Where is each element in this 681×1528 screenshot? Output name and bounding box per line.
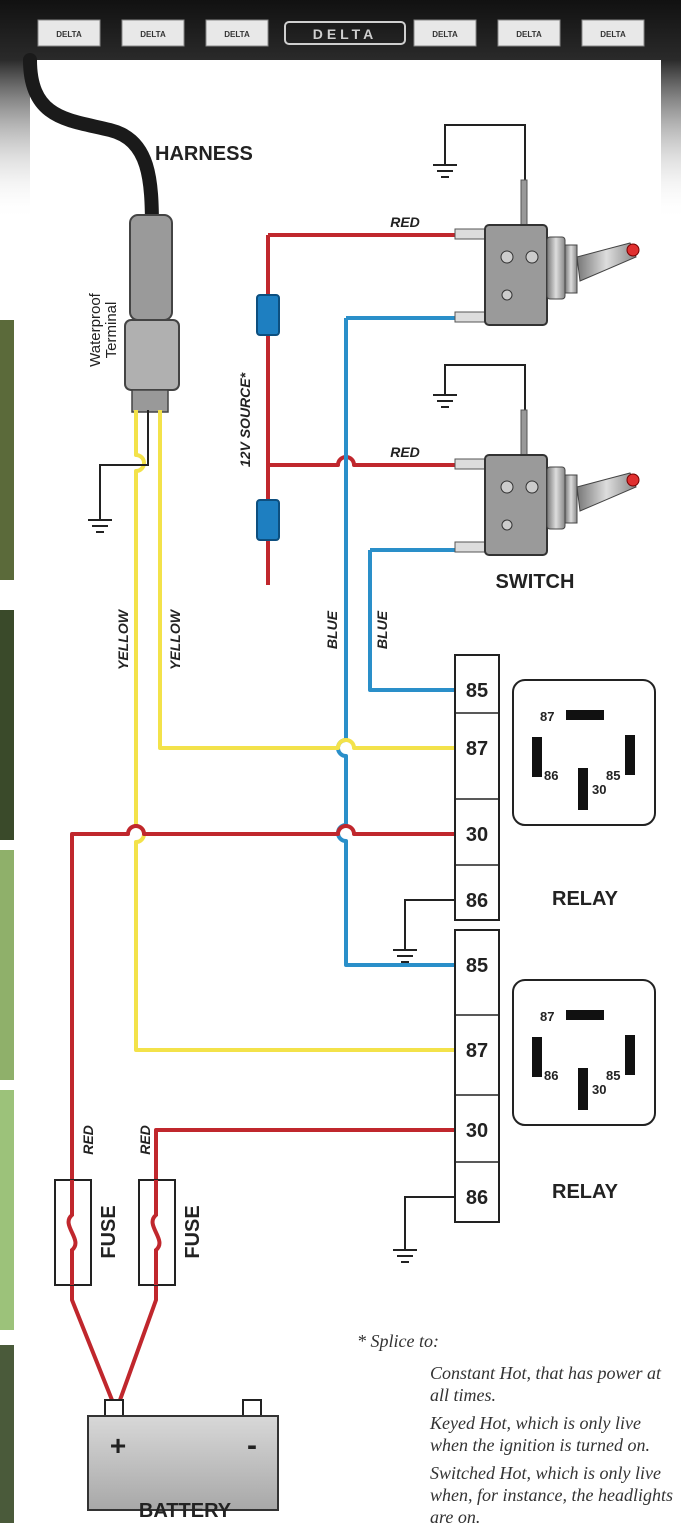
toggle-switch-1 (454, 179, 640, 326)
wire-label-red-1: RED (390, 214, 420, 230)
wire-label-yellow-2: YELLOW (167, 608, 183, 670)
relay-block-1 (454, 654, 500, 921)
relay-pin-85: 85 (606, 1068, 620, 1083)
wire-label-blue-2: BLUE (374, 610, 390, 649)
relay-1-pin: 86 (466, 890, 488, 912)
relay-pin-87: 87 (540, 1009, 554, 1024)
relay-1-pin: 30 (466, 824, 488, 846)
relay-block-2 (454, 929, 500, 1223)
switch-label: SWITCH (496, 571, 575, 593)
battery-label: BATTERY (139, 1500, 232, 1522)
battery: + - (87, 1399, 279, 1511)
top-light-bar: DELTA DELTA DELTA DELTA DELTA DELTA DELTA (0, 0, 681, 220)
light-badge: DELTA (581, 19, 645, 47)
left-photo-strip (0, 320, 14, 1523)
relay-1-pin: 85 (466, 680, 488, 702)
relay-2-pin: 86 (466, 1187, 488, 1209)
badge-text: DELTA (600, 30, 626, 39)
relay-2-pin: 30 (466, 1120, 488, 1142)
relay-1-pin: 87 (466, 738, 488, 760)
footnote-item-keyed-hot: Keyed Hot, which is only live when the i… (430, 1413, 650, 1455)
ground-symbols (88, 124, 526, 1263)
relay-2-pin: 85 (466, 955, 488, 977)
badge-text: DELTA (56, 30, 82, 39)
light-badge: DELTA (413, 19, 477, 47)
toggle-switch-2 (454, 409, 640, 556)
light-badge: DELTA (205, 19, 269, 47)
relay-pin-87: 87 (540, 709, 554, 724)
wire-label-yellow-1: YELLOW (115, 608, 131, 670)
wire-label-blue-1: BLUE (324, 610, 340, 649)
relay-pin-86: 86 (544, 1068, 558, 1083)
harness-label: HARNESS (155, 143, 253, 165)
relay-1-label: RELAY (552, 888, 619, 910)
relay-pin-30: 30 (592, 1082, 606, 1097)
light-badge: DELTA (497, 19, 561, 47)
fuse-1-label: FUSE (98, 1205, 120, 1258)
waterproof-terminal-label: Waterproof Terminal (87, 292, 120, 366)
relay-pin-85: 85 (606, 768, 620, 783)
relay-pin-30: 30 (592, 782, 606, 797)
fuse-2-label: FUSE (182, 1205, 204, 1258)
delta-logo: DELTA (284, 21, 406, 45)
wire-label-red-3: RED (80, 1125, 96, 1155)
logo-text: DELTA (313, 26, 378, 42)
fuses (54, 1179, 176, 1286)
splice-connectors (256, 294, 280, 541)
footnote-item-constant-hot: Constant Hot, that has power at all time… (430, 1363, 662, 1405)
battery-plus: + (110, 1430, 126, 1461)
switches (454, 179, 640, 556)
footnote-item-switched-hot: Switched Hot, which is only live when, f… (430, 1463, 673, 1527)
light-badge: DELTA (121, 19, 185, 47)
footnote-heading: * Splice to: (357, 1331, 439, 1351)
light-badge: DELTA (37, 19, 101, 47)
waterproof-label-line1: Waterproof (87, 292, 104, 366)
battery-minus: - (247, 1429, 257, 1462)
badge-text: DELTA (432, 30, 458, 39)
harness-cable (23, 53, 180, 413)
waterproof-label-line2: Terminal (103, 302, 120, 359)
wire-label-red-4: RED (137, 1125, 153, 1155)
relay-2-pin: 87 (466, 1040, 488, 1062)
badge-text: DELTA (140, 30, 166, 39)
wires (70, 233, 455, 1401)
relay-pin-86: 86 (544, 768, 558, 783)
wire-label-red-2: RED (390, 444, 420, 460)
source-label: 12V SOURCE* (237, 372, 253, 467)
badge-text: DELTA (224, 30, 250, 39)
relay-2-label: RELAY (552, 1181, 619, 1203)
badge-text: DELTA (516, 30, 542, 39)
